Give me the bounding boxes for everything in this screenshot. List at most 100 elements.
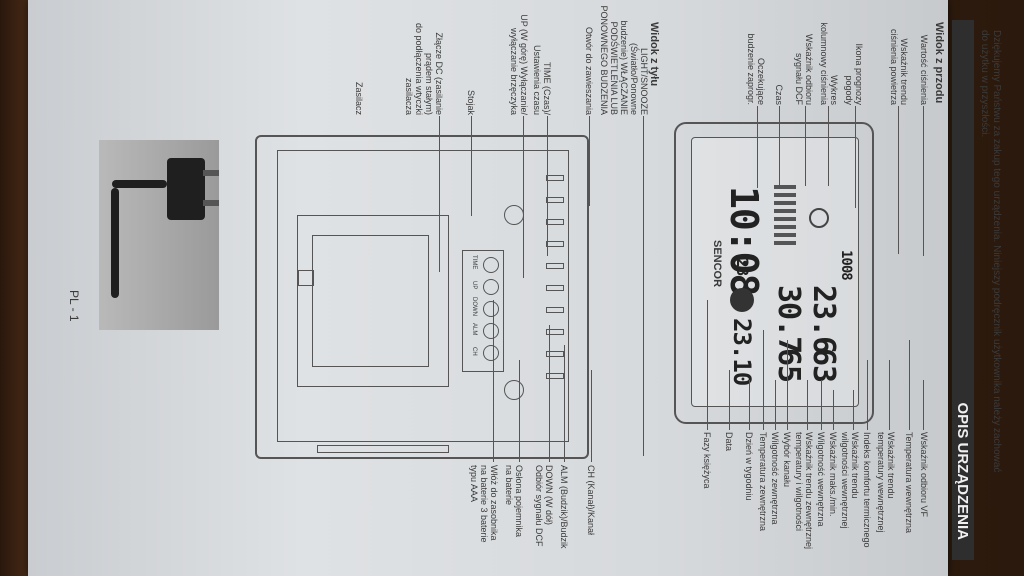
front-label-alarm: Oczekujące budzenie zaprogr. [746, 33, 766, 105]
leader-line [853, 390, 854, 430]
sun-icon [809, 208, 829, 228]
vent-slot [546, 285, 564, 291]
leader-line [549, 325, 550, 462]
rear-label-stand: Stojak [466, 89, 476, 115]
leader-line [519, 360, 520, 462]
rear-label-down: DOWN (W dół) Odbiór sygnału DCF [534, 465, 554, 547]
front-label-bar-graph: Wykres kolumnowy ciśnienia [819, 22, 839, 105]
leader-line [855, 106, 856, 208]
date-value: 23.10 [728, 318, 756, 386]
adapter-cable [111, 188, 119, 298]
button-label: CH [471, 347, 477, 356]
down-button[interactable] [483, 301, 499, 317]
leader-line [779, 106, 780, 188]
leader-line [729, 370, 730, 430]
time-button[interactable] [483, 257, 499, 273]
ch-button[interactable] [483, 345, 499, 361]
leader-line [763, 330, 764, 430]
pressure-value: 1008 [838, 250, 854, 280]
power-adapter-photo [99, 140, 219, 330]
front-label-temp-in: Temperatura wewnętrzna [904, 432, 914, 534]
button-panel: TIME UP DOWN ALM CH [462, 250, 504, 372]
front-label-hum-in: Wilgotność wewnętrzna [816, 432, 826, 527]
button-label: ALM [471, 323, 477, 336]
leader-line [775, 380, 776, 430]
side-slot [317, 445, 449, 453]
leader-line [589, 116, 590, 206]
front-label-comfort: Indeks komfortu termicznego [862, 432, 872, 548]
front-label-maxmin: Wskaźnik maks./min. [828, 432, 838, 517]
front-label-hum-out: Wilgotność zewnętrzna [770, 432, 780, 525]
temp-out-value: 30.7 [771, 285, 806, 354]
hang-hole [504, 380, 524, 400]
page-number: PL - 1 [67, 290, 81, 322]
leader-line [867, 360, 868, 430]
vent-slot [546, 175, 564, 181]
front-label-forecast-icon: Ikona prognozy pogody [844, 43, 864, 105]
leader-line [807, 380, 808, 430]
leader-line [564, 345, 565, 462]
hang-hole [504, 205, 524, 225]
rear-label-ch: CH (Kanał)/Kanał [586, 465, 596, 536]
leader-line [643, 116, 644, 456]
front-label-pressure-trend: Wskaźnik trendu ciśnienia powietrza [889, 28, 909, 105]
pressure-bar-graph [774, 185, 796, 245]
front-label-pressure: Wartość ciśnienia [919, 34, 929, 105]
alm-button[interactable] [483, 323, 499, 339]
front-label-date: Data [724, 432, 734, 452]
section-title-bar: OPIS URZĄDZENIA [952, 20, 974, 560]
front-label-temp-in-trend: Wskaźnik trendu temperatury wewnętrznej [876, 432, 896, 533]
leader-line [923, 106, 924, 256]
leader-line [833, 390, 834, 430]
front-label-moon: Fazy księżyca [702, 432, 712, 489]
leader-line [439, 116, 440, 272]
moon-icon [730, 288, 754, 312]
rear-label-dc-jack: Złącze DC (zasilanie prądem stałym) do p… [404, 22, 444, 115]
button-label: UP [471, 281, 477, 290]
leader-line [889, 360, 890, 430]
leader-line [923, 380, 924, 430]
leader-line [909, 340, 910, 430]
adapter-prongs [203, 200, 219, 206]
up-button[interactable] [483, 279, 499, 295]
rear-view-heading: Widok z tyłu [648, 22, 660, 87]
leader-line [828, 106, 829, 186]
battery-cover [312, 235, 429, 367]
front-label-temp-out: Temperatura zewnętrzna [758, 432, 768, 532]
front-label-hum-in-trend: Wskaźnik trendu wilgotności wewnętrznej [840, 432, 860, 529]
section-title: OPIS URZĄDZENIA [954, 402, 971, 540]
rear-label-hang-hole: Otwór do zawieszania [584, 26, 594, 115]
rear-label-time: TIME (Czas)/ Ustawienia czasu [532, 44, 552, 115]
leader-line [898, 106, 899, 254]
button-label: TIME [471, 255, 477, 270]
front-label-out-trend: Wskaźnik trendu zewnętrznej temperatury … [794, 432, 814, 550]
front-label-weekday: Dzień w tygodniu [744, 432, 754, 501]
dc-jack [298, 270, 314, 286]
adapter-cable [112, 180, 167, 188]
vent-slot [546, 197, 564, 203]
front-label-time: Czas [774, 84, 784, 105]
brand-logo: SENCOR [711, 240, 723, 288]
leader-line [749, 380, 750, 430]
adapter-prongs [203, 170, 219, 176]
rear-label-up: UP (W górę) Wyłączanie/ wyłączanie brzęc… [509, 14, 529, 115]
hum-in-value: 63 [806, 348, 841, 383]
front-view-heading: Widok z przodu [933, 22, 945, 104]
leader-line [707, 300, 708, 430]
temp-in-value: 23.6 [806, 285, 841, 354]
adapter-body [167, 158, 205, 220]
vent-slot [546, 241, 564, 247]
vent-slot [546, 307, 564, 313]
button-label: DOWN [471, 297, 477, 316]
hum-out-value: 65 [771, 348, 806, 383]
intro-text: Dziękujemy Państwu za zakup tego urządze… [979, 30, 1002, 473]
front-label-rf: Wskaźnik odbioru VF [919, 432, 929, 518]
leader-line [787, 340, 788, 430]
leader-line [591, 370, 592, 462]
rear-label-batteries: Włóż do zasobnika na baterie 3 baterie t… [469, 465, 499, 543]
leader-line [493, 300, 494, 462]
leader-line [471, 116, 472, 216]
seconds-value: 28 [733, 258, 752, 276]
